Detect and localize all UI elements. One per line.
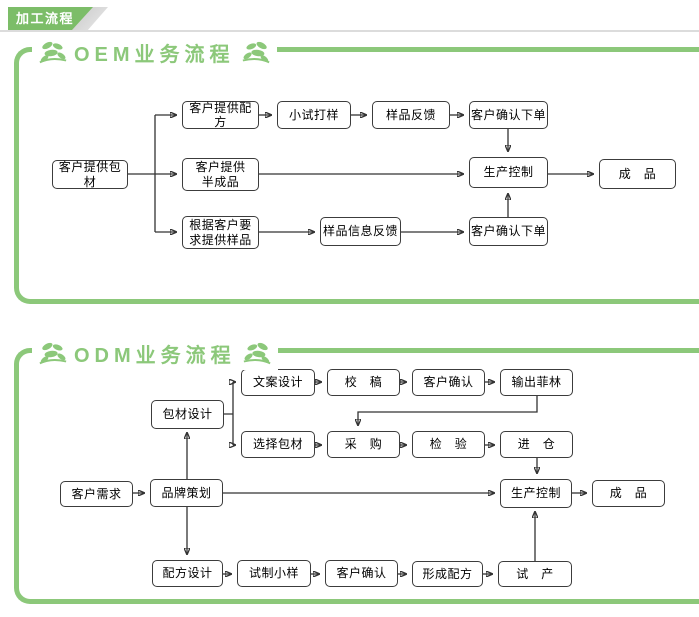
node-copy-design: 文案设计 [241,369,315,396]
leaf-ornament-icon [243,342,271,364]
node-formula-design: 配方设计 [152,560,223,587]
leaf-ornament-icon [39,41,67,63]
odm-panel-frame [14,348,699,604]
node-purchasing: 采 购 [327,431,400,458]
node-oem-finished-product: 成 品 [599,159,676,189]
odm-panel-title: ODM业务流程 [32,337,278,370]
node-inspection: 检 验 [412,431,485,458]
oem-panel-title: OEM业务流程 [32,36,277,69]
node-odm-production-control: 生产控制 [500,479,572,508]
processing-flow-tab: 加工流程 [8,7,93,30]
node-provide-samples-per-request: 根据客户要 求提供样品 [182,216,259,249]
node-customer-provides-semifinished: 客户提供 半成品 [182,158,259,191]
header-divider [0,30,699,32]
node-trial-small-sample: 试制小样 [237,560,311,587]
oem-title-text: OEM业务流程 [74,44,235,66]
node-customer-confirms-order-bottom: 客户确认下单 [469,217,548,246]
node-trial-production: 试 产 [498,561,572,587]
node-oem-production-control: 生产控制 [469,157,548,188]
odm-title-text: ODM业务流程 [74,345,236,367]
node-customer-demand: 客户需求 [60,481,133,507]
oem-panel-frame [14,47,699,304]
node-output-film: 输出菲林 [500,369,573,396]
node-packaging-design: 包材设计 [151,400,224,429]
node-form-formula: 形成配方 [412,561,483,587]
node-sample-feedback: 样品反馈 [372,101,450,129]
node-brand-planning: 品牌策划 [150,479,223,507]
node-proofreading: 校 稿 [327,369,400,396]
node-warehousing: 进 仓 [500,431,573,458]
node-customer-confirms-order-top: 客户确认下单 [469,101,548,129]
node-customer-confirm-top: 客户确认 [412,369,485,396]
node-small-trial-sampling: 小试打样 [277,101,351,129]
node-customer-provides-packaging: 客户提供包材 [52,160,128,189]
node-select-packaging: 选择包材 [241,431,315,458]
node-customer-provides-formula: 客户提供配方 [182,101,259,129]
node-sample-info-feedback: 样品信息反馈 [320,217,401,246]
node-odm-finished-product: 成 品 [592,480,665,507]
leaf-ornament-icon [242,41,270,63]
tab-label: 加工流程 [16,11,75,26]
node-customer-confirm-bottom: 客户确认 [325,560,398,587]
leaf-ornament-icon [39,342,67,364]
